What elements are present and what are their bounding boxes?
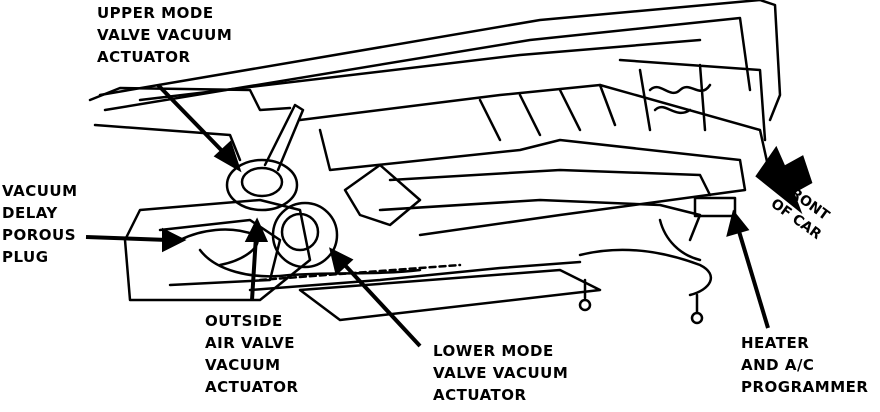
screw-2 [690, 311, 704, 325]
label-line: LOWER MODE [433, 342, 554, 360]
arrowhead-heater-ac [726, 209, 750, 237]
upper-actuator-face [240, 166, 284, 198]
vacuum-hose-2 [198, 248, 422, 278]
heater-box-lower [378, 198, 702, 242]
vacuum-hose-3 [248, 260, 582, 292]
label-line: VACUUM [205, 356, 281, 374]
label-vacuum-delay-plug: VACUUM DELAY POROUS PLUG [2, 180, 78, 268]
lower-actuator-face [280, 212, 320, 252]
label-outside-air-actuator: OUTSIDE AIR VALVE VACUUM ACTUATOR [205, 310, 299, 398]
dash-top-panel [98, 0, 782, 122]
vacuum-hose-4 [258, 263, 462, 282]
wiring-harness [648, 83, 712, 115]
label-line: UPPER MODE [97, 4, 214, 22]
screw-1 [578, 298, 592, 312]
label-line: PLUG [2, 248, 49, 266]
left-duct-inner [158, 218, 282, 287]
left-duct [123, 198, 312, 302]
label-upper-mode-actuator: UPPER MODE VALVE VACUUM ACTUATOR [97, 2, 232, 68]
heater-box-right [618, 58, 767, 142]
arrowhead-lower-mode [329, 247, 354, 276]
label-line: HEATER [741, 334, 810, 352]
vacuum-hose-5 [578, 248, 713, 297]
vacuum-hose-1 [178, 228, 259, 267]
arrow-vacuum-delay [85, 235, 169, 242]
arrowhead-upper-mode [213, 140, 242, 173]
upper-actuator-rod [263, 103, 305, 172]
heater-box-top [298, 83, 772, 177]
base-rail [298, 268, 602, 322]
front-of-car-arrow [755, 145, 813, 215]
dash-top-ridge [138, 38, 702, 102]
vacuum-hose-6 [658, 218, 702, 262]
lower-actuator-body [271, 201, 339, 269]
dash-top-inner [103, 16, 752, 112]
label-line: POROUS [2, 226, 77, 244]
label-line: PROGRAMMER [741, 378, 869, 396]
arrowhead-outside-air [244, 217, 269, 242]
arrow-upper-mode [156, 83, 230, 159]
arrow-heater-ac [736, 227, 770, 329]
arrowhead-vacuum-delay [162, 227, 187, 253]
programmer-bracket [693, 196, 737, 218]
heater-box-ribs [478, 83, 617, 142]
label-line: ACTUATOR [97, 48, 191, 66]
heater-box-body [318, 128, 747, 237]
label-line: AIR VALVE [205, 334, 296, 352]
heater-box-face [388, 168, 712, 197]
label-line: VALVE VACUUM [433, 364, 569, 382]
label-lower-mode-actuator: LOWER MODE VALVE VACUUM ACTUATOR [433, 340, 568, 406]
label-line: OUTSIDE [205, 312, 283, 330]
upper-actuator-body [225, 158, 299, 212]
label-line: ACTUATOR [205, 378, 299, 396]
label-line: DELAY [2, 204, 58, 222]
label-line: ACTUATOR [433, 386, 527, 404]
label-line: VACUUM [2, 182, 78, 200]
arrow-outside-air [250, 235, 258, 301]
label-line: AND A/C [741, 356, 815, 374]
dash-front-edge [88, 86, 292, 112]
wedge-block [343, 163, 422, 227]
label-line: VALVE VACUUM [97, 26, 233, 44]
arrow-lower-mode [340, 260, 422, 348]
label-heater-ac-programmer: HEATER AND A/C PROGRAMMER [741, 332, 868, 398]
dash-lip [93, 123, 242, 162]
